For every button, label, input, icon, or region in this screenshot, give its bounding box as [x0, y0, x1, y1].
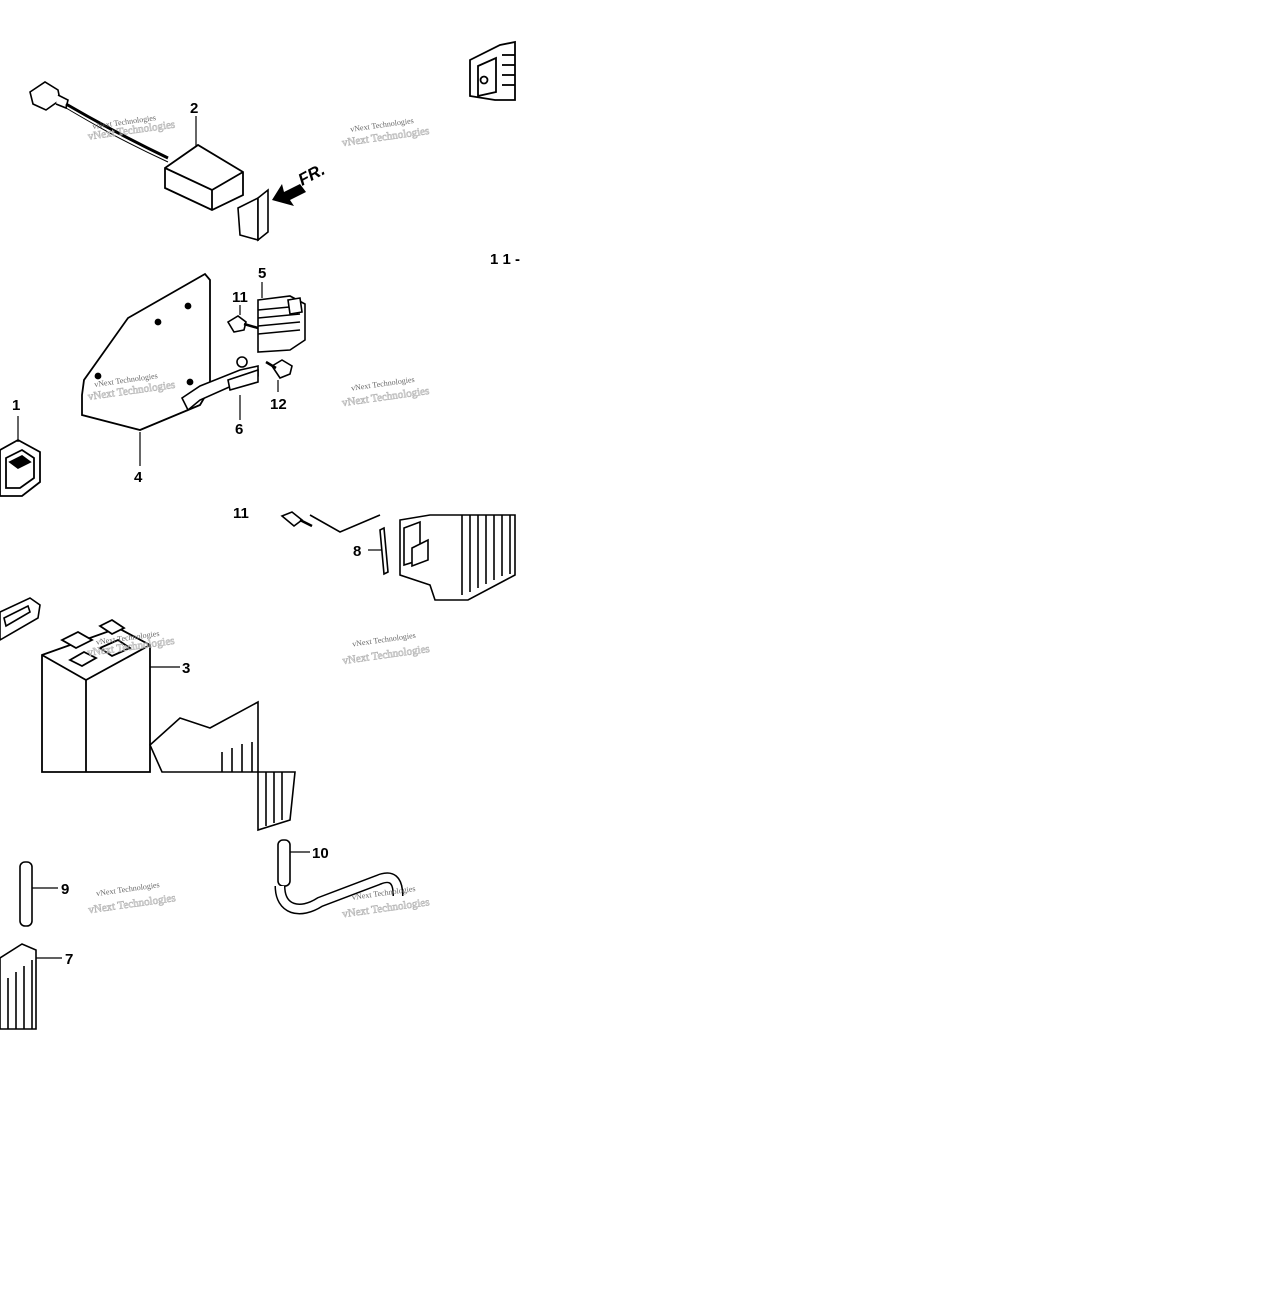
callout-11-lower: 11: [233, 505, 249, 522]
callout-6: 6: [235, 421, 243, 438]
callout-10: 10: [312, 845, 329, 862]
watermark-1: vNext Technologies vNext Technologies: [87, 113, 176, 143]
bent-hose-10: [274, 839, 404, 915]
tray-edge: [0, 597, 41, 641]
callout-5: 5: [258, 265, 266, 282]
callout-4: 4: [134, 469, 143, 486]
callout-11: 11: [232, 289, 248, 306]
battery-3: [41, 618, 151, 773]
callout-12: 12: [270, 396, 287, 413]
callout-1: 1: [12, 397, 20, 414]
watermark-7: vNext Technologies vNext Technologies: [87, 880, 176, 916]
regulator-corner-part: [469, 40, 516, 101]
regulator-rectifier-5: [257, 295, 306, 353]
front-direction-arrow: FR.: [272, 160, 328, 206]
callout-8: 8: [353, 543, 361, 560]
callout-3: 3: [182, 660, 190, 677]
bolt-12: [265, 359, 293, 379]
finned-part-7: [0, 943, 37, 1030]
connector-1: [0, 438, 41, 497]
rubber-mount-6: [180, 356, 259, 412]
pin-8: [379, 526, 389, 576]
callout-2: 2: [190, 100, 198, 117]
finned-part-top: [257, 771, 296, 832]
bolt-11-lower: [280, 511, 381, 533]
callout-7: 7: [65, 951, 73, 968]
watermark-4: vNext Technologies vNext Technologies: [341, 375, 430, 409]
battery-case-tray: [149, 700, 259, 773]
bolt-11: [226, 315, 259, 333]
tube-9: [19, 861, 33, 927]
mounting-bracket-plate: [81, 272, 211, 431]
watermark-2: vNext Technologies vNext Technologies: [341, 116, 430, 149]
callout-9: 9: [61, 881, 69, 898]
partial-box-edge: [237, 196, 259, 242]
box-edge-left: [257, 188, 269, 242]
watermark-6: vNext Technologies vNext Technologies: [341, 631, 430, 668]
callout-partial-11: 1 1 -: [490, 251, 520, 268]
cable-harness-part: [29, 81, 169, 163]
control-unit-box: [164, 143, 244, 211]
regulator-finned-unit: [399, 514, 516, 601]
